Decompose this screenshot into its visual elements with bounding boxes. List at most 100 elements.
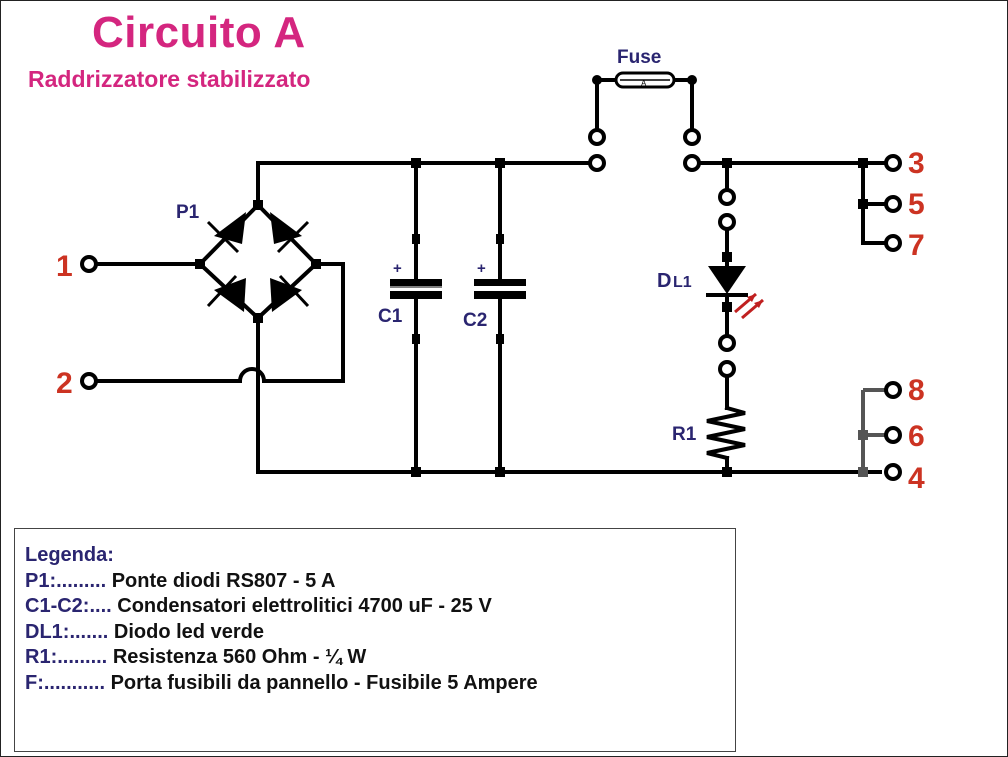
legend-key: F:........... xyxy=(25,671,105,694)
capacitor-plate xyxy=(390,279,442,286)
capacitor-c2: + C2 xyxy=(463,234,526,344)
node-dot xyxy=(496,234,504,244)
label-c2: C2 xyxy=(463,310,487,331)
legend-value: Ponte diodi RS807 - 5 A xyxy=(111,569,336,592)
legend-key: R1:......... xyxy=(25,646,108,668)
legend-value: Diodo led verde xyxy=(113,620,264,643)
terminal-4 xyxy=(884,463,902,481)
legend-row-fuse: F:........... Porta fusibili da pannello… xyxy=(25,671,725,697)
wire-input-2 xyxy=(94,262,345,383)
fuse-terminal xyxy=(588,128,606,146)
diode-icon xyxy=(270,212,302,244)
node-dot xyxy=(592,75,602,85)
node-dot xyxy=(722,467,732,477)
node-dot xyxy=(858,158,868,168)
node-dot xyxy=(858,430,868,440)
capacitor-plate xyxy=(474,279,526,286)
resistor-r1: R1 xyxy=(672,405,746,461)
terminal-label-2: 2 xyxy=(56,367,73,400)
node-dot xyxy=(195,259,205,269)
legend-value: Porta fusibili da pannello - Fusibile 5 … xyxy=(110,671,538,694)
label-fuse: Fuse xyxy=(617,47,661,68)
fuse-mark: A xyxy=(641,79,647,88)
capacitor-plate xyxy=(390,291,442,299)
node-dot xyxy=(412,334,420,344)
node-dot xyxy=(253,200,263,210)
node-dot xyxy=(687,75,697,85)
diode-bar xyxy=(206,220,240,254)
terminal-7 xyxy=(884,234,902,252)
legend-row-r1: R1:......... Resistenza 560 Ohm - ¼ W xyxy=(25,645,725,671)
diode-icon xyxy=(270,278,302,312)
terminal-6 xyxy=(884,426,902,444)
node-dot xyxy=(722,158,732,168)
led-diode-icon xyxy=(708,266,746,294)
terminal-label-3: 3 xyxy=(908,147,925,180)
node-dot xyxy=(411,158,421,168)
terminals xyxy=(80,128,902,481)
led-dl1: D L1 xyxy=(657,252,764,320)
node-dot xyxy=(722,252,732,262)
legend-row-dl1: DL1:....... Diodo led verde xyxy=(25,620,725,646)
resistor-terminal xyxy=(718,360,736,378)
page-title: Circuito A xyxy=(92,8,306,57)
terminal-label-5: 5 xyxy=(908,188,925,221)
bridge-rectifier-p1: P1 xyxy=(176,200,321,323)
node-dot xyxy=(412,234,420,244)
node-dot xyxy=(858,467,868,477)
fuse: A Fuse xyxy=(592,47,697,89)
label-r1: R1 xyxy=(672,424,697,445)
legend-key: C1-C2:.... xyxy=(25,595,112,617)
legend-box: Legenda: P1:......... Ponte diodi RS807 … xyxy=(14,528,736,752)
node-dot xyxy=(253,313,263,323)
node-dot xyxy=(411,467,421,477)
led-cathode-bar xyxy=(706,293,748,297)
capacitor-c1: + C1 xyxy=(378,234,442,344)
terminal-label-8: 8 xyxy=(908,374,925,407)
led-terminal xyxy=(718,188,736,206)
fuse-terminal xyxy=(588,154,606,172)
terminal-5 xyxy=(884,195,902,213)
node-dot xyxy=(858,199,868,209)
terminal-labels: 1 2 3 5 7 8 6 4 xyxy=(56,147,925,495)
capacitor-plate xyxy=(474,291,526,299)
terminal-label-4: 4 xyxy=(908,462,925,495)
node-dot xyxy=(311,259,321,269)
node-dot xyxy=(722,302,732,312)
page-subtitle: Raddrizzatore stabilizzato xyxy=(28,66,311,92)
diode-bar xyxy=(206,274,238,308)
legend-row-p1: P1:......... Ponte diodi RS807 - 5 A xyxy=(25,569,725,595)
legend-row-c1-c2: C1-C2:.... Condensatori elettrolitici 47… xyxy=(25,594,725,620)
node-dot xyxy=(495,158,505,168)
diode-bar xyxy=(278,274,310,308)
terminal-label-1: 1 xyxy=(56,250,73,283)
fuse-terminal xyxy=(683,154,701,172)
label-dl1-d: D xyxy=(657,270,671,292)
terminal-2 xyxy=(80,372,98,390)
label-dl1-rest: L1 xyxy=(673,274,692,291)
legend-title: Legenda: xyxy=(25,544,114,566)
terminal-1 xyxy=(80,255,98,273)
diode-icon xyxy=(214,212,246,244)
resistor-terminal xyxy=(718,334,736,352)
node-dot xyxy=(496,334,504,344)
legend-value: Resistenza 560 Ohm - ¼ W xyxy=(112,646,367,668)
diode-icon xyxy=(214,278,246,312)
legend-value: Condensatori elettrolitici 4700 uF - 25 … xyxy=(117,595,492,617)
node-dot xyxy=(495,467,505,477)
terminal-label-7: 7 xyxy=(908,229,925,262)
terminal-8 xyxy=(884,381,902,399)
terminal-label-6: 6 xyxy=(908,420,925,453)
plus-sign: + xyxy=(393,260,402,277)
led-arrowhead-icon xyxy=(754,300,763,308)
label-p1: P1 xyxy=(176,202,200,223)
fuse-terminal xyxy=(683,128,701,146)
legend-key: P1:......... xyxy=(25,569,107,592)
label-c1: C1 xyxy=(378,306,403,327)
terminal-3 xyxy=(884,154,902,172)
legend-key: DL1:....... xyxy=(25,620,109,643)
resistor-zigzag xyxy=(706,405,746,461)
diode-bar xyxy=(276,220,310,254)
